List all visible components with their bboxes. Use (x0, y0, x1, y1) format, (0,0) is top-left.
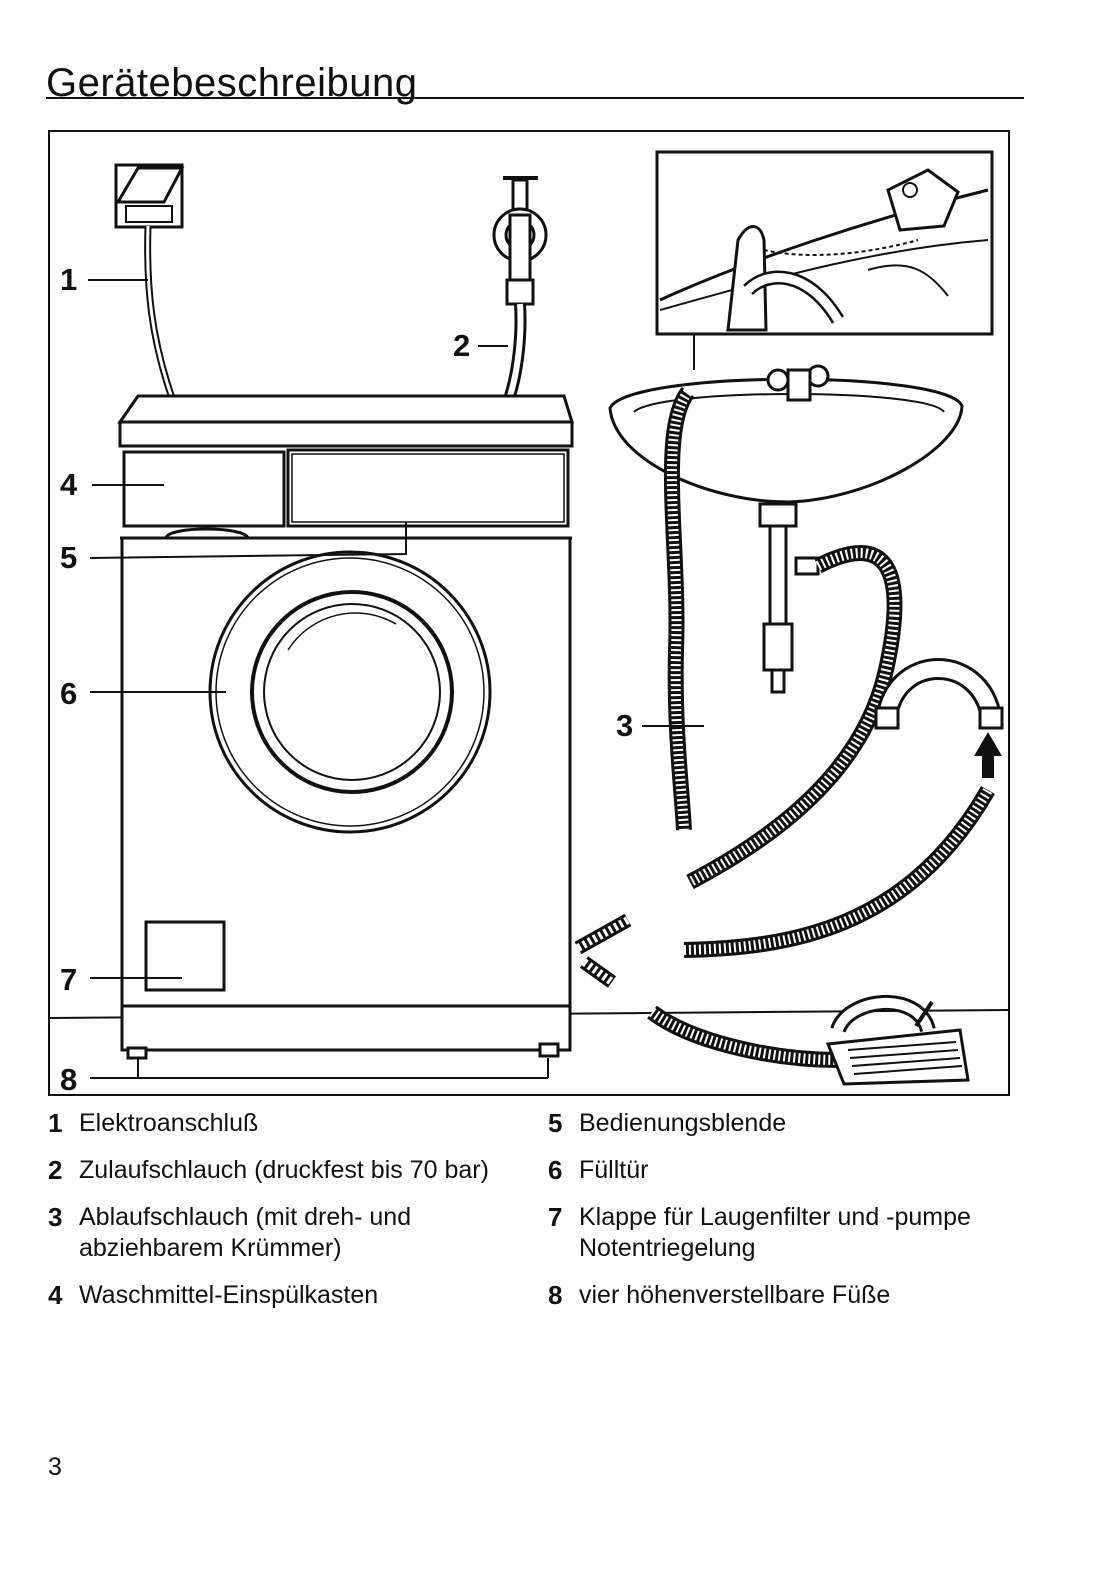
legend-right-column: 5 Bedienungsblende 6 Fülltür 7 Klappe fü… (548, 1108, 1028, 1327)
legend-item-number: 6 (548, 1155, 579, 1186)
legend-item-number: 1 (48, 1108, 79, 1139)
callout-1: 1 (60, 262, 77, 297)
legend-item-number: 4 (48, 1280, 79, 1311)
page-title: Gerätebeschreibung (46, 61, 417, 106)
callout-3: 3 (616, 708, 633, 743)
legend-item-text: Bedienungsblende (579, 1108, 1028, 1139)
legend-item-number: 8 (548, 1280, 579, 1311)
page-number: 3 (48, 1453, 62, 1482)
callout-7: 7 (60, 962, 77, 997)
callout-4: 4 (60, 467, 78, 502)
legend-left-column: 1 Elektroanschluß 2 Zulaufschlauch (druc… (48, 1108, 508, 1327)
callout-5: 5 (60, 540, 77, 575)
legend-item: 7 Klappe für Laugenfilter und -pumpe Not… (548, 1202, 1028, 1264)
legend-item-number: 2 (48, 1155, 79, 1186)
washing-machine-icon (120, 396, 628, 1058)
legend-item: 2 Zulaufschlauch (druckfest bis 70 bar) (48, 1155, 508, 1186)
legend-item-text: Elektroanschluß (79, 1108, 508, 1139)
legend-item-text: vier höhenverstellbare Füße (579, 1280, 1028, 1311)
legend-item: 5 Bedienungsblende (548, 1108, 1028, 1139)
legend-item: 1 Elektroanschluß (48, 1108, 508, 1139)
appliance-illustration: 1 2 3 4 5 6 7 8 (48, 130, 1010, 1096)
legend-item: 4 Waschmittel-Einspülkasten (48, 1280, 508, 1311)
callout-6: 6 (60, 676, 77, 711)
legend-item-text: Waschmittel-Einspülkasten (79, 1280, 508, 1311)
legend-item-number: 5 (548, 1108, 579, 1139)
legend-item: 8 vier höhenverstellbare Füße (548, 1280, 1028, 1311)
legend-item-text: Klappe für Laugenfilter und -pumpe Noten… (579, 1202, 1028, 1264)
legend-item: 3 Ablaufschlauch (mit dreh- und abziehba… (48, 1202, 508, 1264)
callout-8: 8 (60, 1062, 77, 1096)
legend-item-number: 3 (48, 1202, 79, 1264)
legend-item-text: Zulaufschlauch (druckfest bis 70 bar) (79, 1155, 508, 1186)
appliance-drawing: 1 2 3 4 5 6 7 8 (48, 130, 1010, 1096)
legend-item: 6 Fülltür (548, 1155, 1028, 1186)
legend-item-text: Ablaufschlauch (mit dreh- und abziehbare… (79, 1202, 508, 1264)
legend-item-text: Fülltür (579, 1155, 1028, 1186)
legend-item-number: 7 (548, 1202, 579, 1264)
callout-2: 2 (453, 328, 470, 363)
title-divider (46, 97, 1024, 99)
